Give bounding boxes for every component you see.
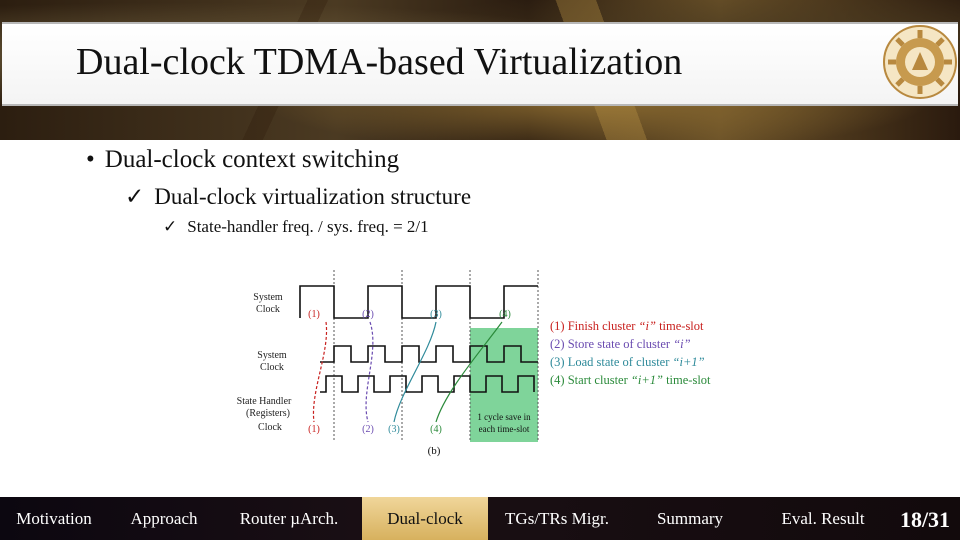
- bullet-level3: ✓ State-handler freq. / sys. freq. = 2/1: [163, 217, 429, 237]
- highlight-text: 1 cycle save in: [477, 412, 531, 422]
- page-number: 18/31: [899, 507, 951, 532]
- nav-eval-result[interactable]: Eval. Result: [781, 509, 865, 528]
- timing-diagram: System Clock System Clock State Handler …: [237, 270, 711, 457]
- legend-item-3: (3) Load state of cluster “i+1”: [550, 355, 705, 369]
- signal-label: Clock: [258, 422, 282, 433]
- marker-1: (1): [308, 309, 320, 320]
- checkmark-icon: ✓: [163, 217, 178, 236]
- state-handler-clock-waveform: [320, 375, 535, 393]
- bullet-level2: ✓ Dual-clock virtualization structure: [125, 184, 471, 210]
- marker-2: (2): [362, 309, 374, 320]
- nav-approach[interactable]: Approach: [130, 509, 198, 528]
- signal-label: Clock: [260, 362, 284, 373]
- bullet-dot-icon: •: [86, 146, 95, 173]
- marker-2-bottom: (2): [362, 424, 374, 435]
- nav-summary[interactable]: Summary: [656, 509, 724, 528]
- slide-title: Dual-clock TDMA-based Virtualization: [76, 41, 683, 83]
- signal-label: (Registers): [246, 408, 290, 419]
- system-clock-waveform: [299, 285, 538, 319]
- checkmark-icon: ✓: [125, 184, 145, 209]
- signal-label: System: [253, 292, 283, 303]
- system-clock-waveform-2: [320, 345, 538, 363]
- university-logo-icon: [883, 25, 957, 99]
- bullet-level2-text: Dual-clock virtualization structure: [154, 184, 472, 209]
- nav-motivation[interactable]: Motivation: [16, 509, 92, 528]
- marker-4-bottom: (4): [430, 424, 442, 435]
- marker-4: (4): [499, 309, 511, 320]
- bullet-level3-text: State-handler freq. / sys. freq. = 2/1: [187, 217, 429, 236]
- signal-label: State Handler: [237, 396, 292, 407]
- title-box: [2, 22, 958, 106]
- marker-3-bottom: (3): [388, 424, 400, 435]
- bullet-level1-text: Dual-clock context switching: [104, 146, 400, 173]
- legend-item-1: (1) Finish cluster “i” time-slot: [550, 319, 704, 333]
- signal-label: System: [257, 350, 287, 361]
- diagram-caption: (b): [428, 445, 441, 457]
- nav-dual-clock[interactable]: Dual-clock: [362, 497, 488, 540]
- nav-router-uarch[interactable]: Router µArch.: [239, 509, 339, 528]
- bullet-level1: • Dual-clock context switching: [86, 146, 399, 174]
- footer-nav: Motivation Approach Router µArch. Dual-c…: [0, 497, 960, 540]
- marker-3: (3): [430, 309, 442, 320]
- signal-label: Clock: [256, 304, 280, 315]
- nav-tgs-trs-migr[interactable]: TGs/TRs Migr.: [505, 509, 609, 528]
- legend-item-2: (2) Store state of cluster “i”: [550, 337, 691, 351]
- highlight-text: each time-slot: [479, 424, 530, 434]
- legend-item-4: (4) Start cluster “i+1” time-slot: [550, 373, 711, 387]
- marker-1-bottom: (1): [308, 424, 320, 435]
